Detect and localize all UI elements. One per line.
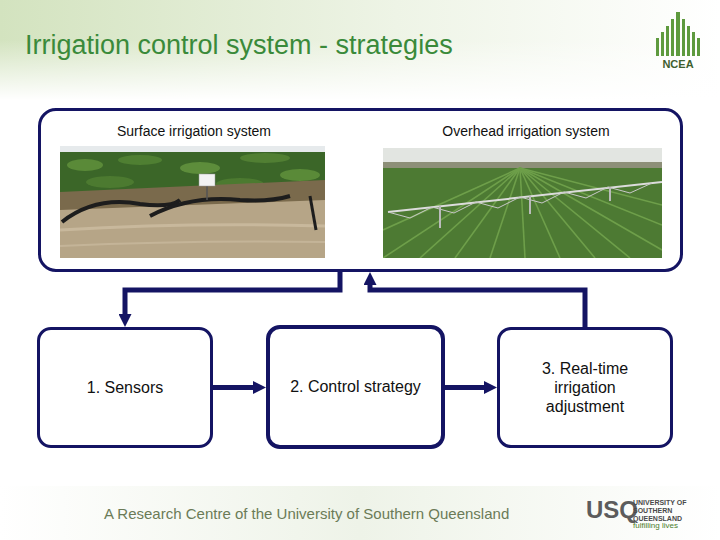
overhead-irrigation-photo-part-part [383,168,520,258]
header-band-part [0,0,720,100]
logo-text: NCEA [648,58,708,71]
logo-text: UNIVERSITY OF SOUTHERN QUEENSLAND [633,499,713,523]
overhead-irrigation-photo-part [383,168,662,258]
overhead-irrigation-photo-part [383,162,662,168]
logo-text: fulfilling lives [633,521,713,530]
overhead-irrigation-photo-part [383,148,662,163]
overhead-irrigation-photo-part-part [520,168,525,258]
overhead-irrigation-photo-part-part [455,168,520,258]
flow-arrow [445,385,484,390]
overhead-irrigation-photo-part [609,187,611,201]
surface-irrigation-photo-part [180,162,220,174]
surface-irrigation-photo-part [240,153,290,163]
ncea-tree-logo [656,12,700,56]
overhead-irrigation-photo-part-part [520,168,630,258]
header-band [0,0,720,100]
surface-irrigation-photo-part [118,155,162,165]
overhead-irrigation-photo-part-part [520,168,662,250]
overhead-irrigation-photo-part-part [520,168,662,225]
system-panel: Surface irrigation system Overhead irriga… [38,108,683,272]
logo-text: USQ [586,496,632,524]
ncea-tree-logo-part [671,19,674,56]
panel-heading: Surface irrigation system [63,123,325,140]
overhead-irrigation-photo-part [388,183,652,218]
flow-arrow [125,272,340,314]
surface-irrigation-photo-part [60,146,325,258]
surface-irrigation-photo-part [206,186,208,200]
ncea-tree-logo-part [661,32,664,56]
box-label: 1. Sensors [87,378,163,397]
surface-irrigation-photo [60,146,325,258]
surface-irrigation-photo-part [280,169,320,181]
overhead-irrigation-photo-part-part [420,168,520,258]
ncea-tree-logo-part [676,12,680,56]
overhead-irrigation-photo-part [388,182,662,212]
overhead-irrigation-photo-part-part [520,168,662,205]
overhead-irrigation-photo-part [529,196,531,214]
ncea-tree-logo-part [692,32,695,56]
ncea-tree-logo-part [656,38,659,56]
panel-heading: Overhead irrigation system [383,123,669,140]
spacer [0,0,1,1]
ncea-tree-logo-part [697,38,700,56]
footer-band [0,486,720,540]
surface-irrigation-photo-part [60,242,325,247]
flow-arrow [213,385,253,390]
surface-irrigation-photo-part [60,146,325,153]
process-box: 3. Real-time irrigation adjustment [497,327,673,448]
box-label: 3. Real-time irrigation adjustment [526,359,644,417]
overhead-irrigation-photo-part-part [520,168,595,258]
footer-band-part [0,486,720,540]
surface-irrigation-photo-part [67,159,103,171]
process-box: 1. Sensors [37,327,213,448]
surface-irrigation-photo-part [150,196,290,216]
surface-irrigation-photo-part [310,196,316,230]
surface-irrigation-photo-part [60,200,325,258]
footer-text: A Research Centre of the University of S… [104,505,524,522]
ncea-tree-logo-part [687,26,690,56]
box-label: 2. Control strategy [290,377,421,396]
surface-irrigation-photo-part [60,225,325,230]
surface-irrigation-photo-part [86,176,134,188]
overhead-irrigation-photo-part [439,206,441,228]
flow-arrow [370,285,585,327]
ncea-tree-logo-part [666,26,669,56]
process-box: 2. Control strategy [266,325,445,449]
slide-title: Irrigation control system - strategies [25,30,453,61]
surface-irrigation-photo-part [199,174,215,186]
overhead-irrigation-photo [383,148,662,258]
overhead-irrigation-photo-part [383,148,662,258]
ncea-tree-logo-part [682,19,685,56]
overhead-irrigation-photo-part-part [490,168,520,258]
